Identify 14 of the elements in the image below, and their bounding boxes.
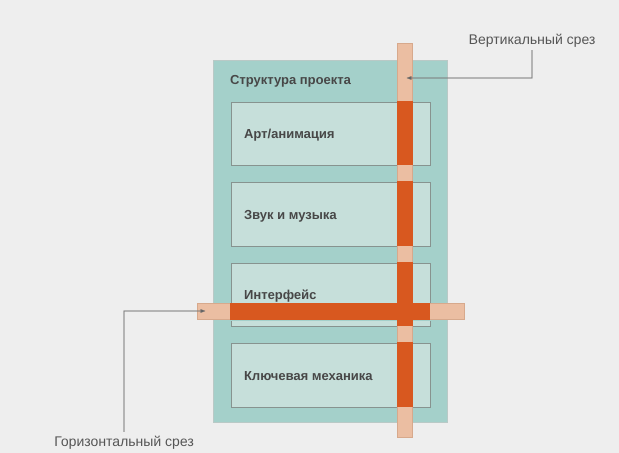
section-label: Интерфейс [244,287,316,303]
section-label: Звук и музыка [244,206,337,222]
section-box [231,263,431,304]
horizontal-slice-bar [197,303,465,320]
callout-label: Вертикальный срез [458,30,606,50]
section-box [231,182,431,247]
callout-label: Горизонтальный срез [46,432,202,452]
section-label: Ключевая механика [244,368,373,384]
panel-heading: Структура проекта [230,72,351,88]
section-box [231,102,431,166]
leader-line [124,309,206,432]
vertical-slice-bar [397,43,413,438]
section-label: Арт/анимация [244,126,334,142]
section-box [231,343,431,408]
